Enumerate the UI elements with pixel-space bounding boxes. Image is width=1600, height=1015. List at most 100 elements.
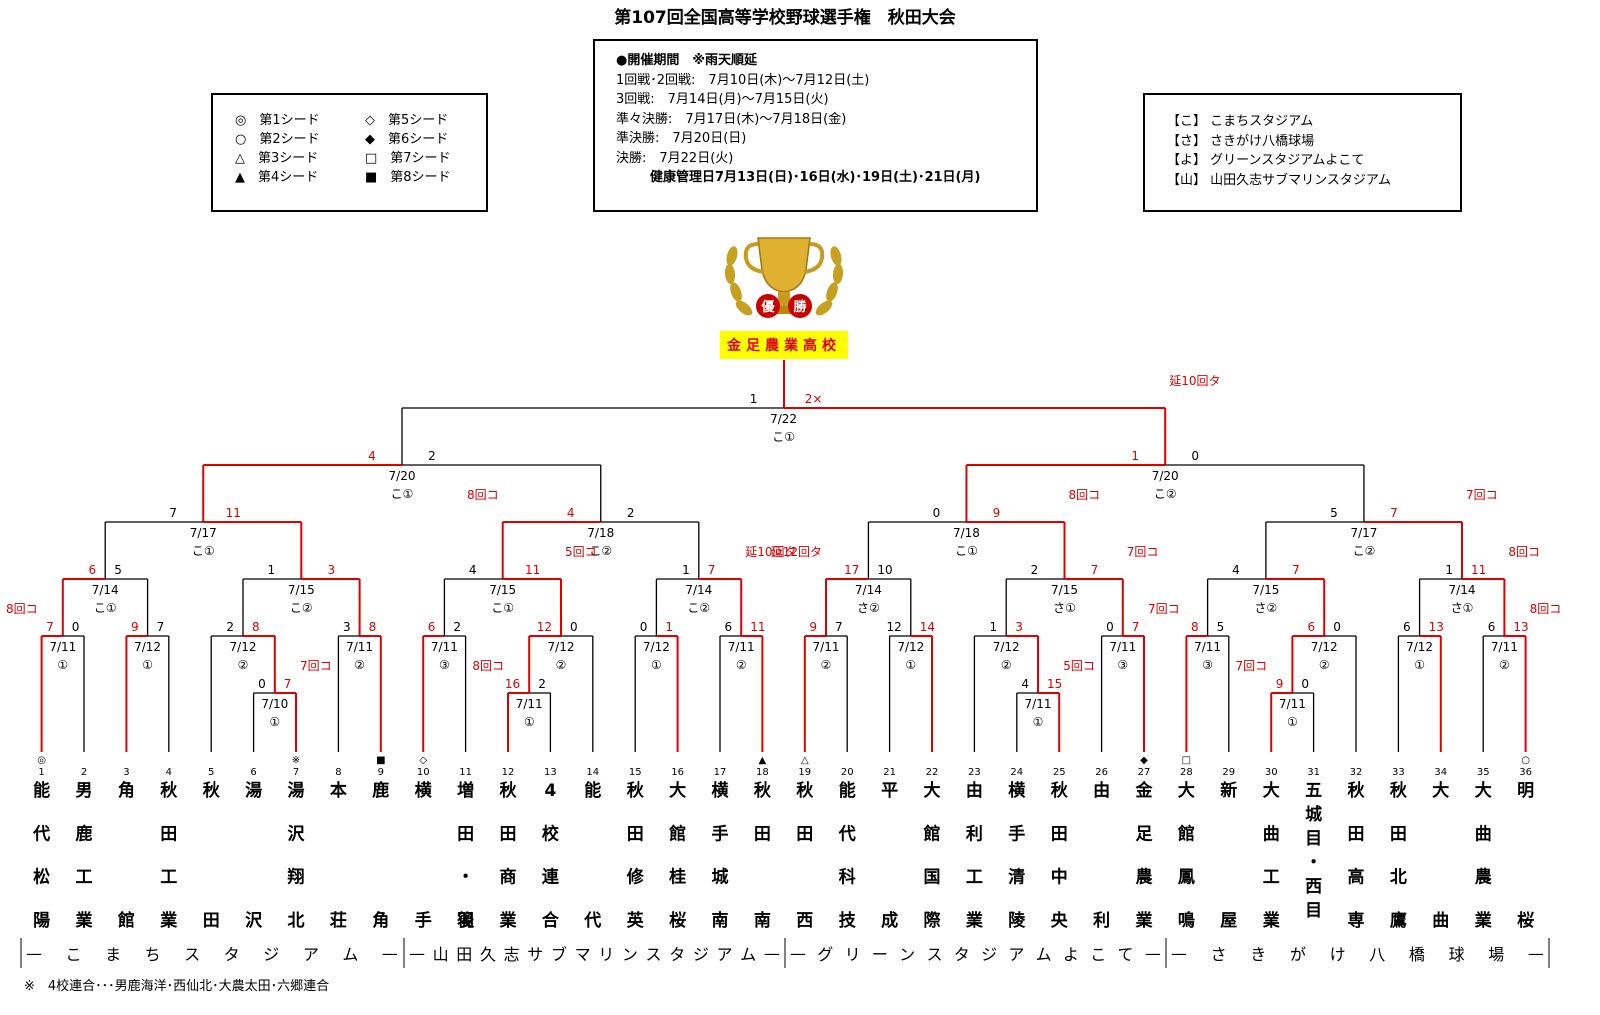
seed-mark: ◎ <box>37 755 46 766</box>
team-number: 23 <box>968 767 981 778</box>
venue-bar-char: ス <box>645 945 662 964</box>
seed-mark: △ <box>801 755 809 766</box>
team-name-char: 田 <box>500 824 517 844</box>
match-score: 6 <box>1488 620 1496 634</box>
team-name-char: 秋 <box>160 780 178 801</box>
team-number: 18 <box>756 767 769 778</box>
venue-legend-item: 【山】 山田久志サブマリンスタジアム <box>1167 172 1391 188</box>
match-note: 5回コ <box>565 545 597 559</box>
venue-bar-char: サ <box>527 945 544 964</box>
match-date: 7/11 <box>1279 697 1306 711</box>
match-venue: ① <box>1414 658 1425 672</box>
match-score: 8 <box>369 620 377 634</box>
venue-bar-char: 志 <box>503 945 520 964</box>
team-number: 4 <box>166 767 172 778</box>
venue-bar-komachi: —こまちスタジアム— <box>26 938 398 968</box>
team-name-char: 松 <box>33 867 50 888</box>
match-score: 6 <box>428 620 436 634</box>
venue-bar-rule: — <box>26 943 42 963</box>
match-score: 8 <box>252 620 260 634</box>
seed-legend-item: ◆ 第6シード <box>365 132 449 147</box>
venue-bar-rule: — <box>409 943 425 963</box>
team-number: 10 <box>417 767 430 778</box>
match-score: 2 <box>453 620 461 634</box>
match-score: 0 <box>1191 449 1199 463</box>
venue-bar-char: 八 <box>1369 945 1386 964</box>
venue-bar-char: け <box>1329 945 1346 964</box>
match-score: 5 <box>1217 620 1225 634</box>
match-score: 2× <box>805 392 823 406</box>
venue-bar-char: 久 <box>479 945 496 964</box>
match-score: 11 <box>226 506 241 520</box>
team-number: 5 <box>208 767 214 778</box>
team-name-char: 成 <box>881 910 898 931</box>
match-date: 7/15 <box>288 583 315 597</box>
match-note: 延10回タ <box>1169 374 1220 388</box>
schedule-line: 3回戦: 7月14日(月)～7月15日(火) <box>616 92 829 107</box>
match-note: 7回コ <box>1236 659 1268 673</box>
team-name-char: 業 <box>500 910 517 931</box>
match-date: 7/14 <box>685 583 712 597</box>
team-name-char: 農 <box>1136 867 1153 888</box>
match-date: 7/11 <box>49 640 76 654</box>
team-name-char: 鳴 <box>1178 910 1195 931</box>
team-number: 3 <box>123 767 129 778</box>
match-score: 5 <box>1330 506 1338 520</box>
team-number: 12 <box>502 767 515 778</box>
match-score: 0 <box>1301 677 1309 691</box>
team-name-char: 業 <box>1263 910 1280 931</box>
match-venue: こ① <box>772 430 795 444</box>
match-score: 6 <box>725 620 733 634</box>
team-name-char: 城 <box>712 868 729 888</box>
team-name-char: 湯 <box>245 781 262 801</box>
venue-bar-char: こ <box>1090 945 1107 964</box>
team-name-char: 4 <box>544 781 556 801</box>
match-score: 7 <box>708 563 716 577</box>
team-name-char: 専 <box>1348 911 1365 931</box>
team-name-char: 由 <box>1093 780 1110 801</box>
match-score: 6 <box>89 563 97 577</box>
match-venue: こ② <box>1154 487 1177 501</box>
team-name-char: 角 <box>118 780 135 801</box>
match-score: 3 <box>327 563 335 577</box>
match-date: 7/11 <box>516 697 543 711</box>
match-note: 8回コ <box>1069 488 1101 502</box>
team-number: 13 <box>544 767 557 778</box>
match-venue: ① <box>905 658 916 672</box>
venue-bar-rule: — <box>1527 943 1544 963</box>
match-score: 9 <box>809 620 817 634</box>
venue-bar-char: 田 <box>456 945 473 964</box>
match-score: 15 <box>1047 677 1062 691</box>
team-name-char: 合 <box>542 910 560 931</box>
team-name-char: 清 <box>1008 867 1025 888</box>
venue-bar-dividers <box>20 938 1550 968</box>
match-date: 7/11 <box>1491 640 1518 654</box>
team-name-char: 田 <box>1390 824 1407 844</box>
seed-mark: ▲ <box>759 755 767 766</box>
team-name-char: 城 <box>1305 805 1322 825</box>
trophy-icon: 優 勝 <box>724 237 844 318</box>
team-name-char: 北 <box>1390 868 1407 888</box>
venue-bar-char: リ <box>844 945 861 964</box>
match-score: 0 <box>72 620 80 634</box>
match-venue: こ① <box>491 601 514 615</box>
match-date: 7/10 <box>261 697 288 711</box>
team-name-char: 秋 <box>754 780 772 801</box>
match-score: 4 <box>1232 563 1240 577</box>
team-number: 34 <box>1434 767 1447 778</box>
match-venue: ① <box>57 658 68 672</box>
venue-bar-char: さ <box>1210 945 1227 964</box>
team-name-char: 鹿 <box>372 780 389 801</box>
team-name-char: 連 <box>542 867 560 888</box>
match-score: 11 <box>525 563 540 577</box>
match-venue: こ② <box>290 601 313 615</box>
team-name-char: 田 <box>160 824 177 844</box>
team-name-char: 鳳 <box>1178 868 1195 888</box>
seed-mark: ◇ <box>419 755 427 766</box>
team-name-char: 沢 <box>288 823 306 844</box>
match-venue: ① <box>651 658 662 672</box>
seed-legend: ◎ 第1シード◇ 第5シード○ 第2シード◆ 第6シード△ 第3シード□ 第7シ… <box>211 93 488 212</box>
seed-legend-item: ◇ 第5シード <box>365 113 449 128</box>
match-date: 7/17 <box>190 526 217 540</box>
team-name-char: 能 <box>584 780 601 801</box>
